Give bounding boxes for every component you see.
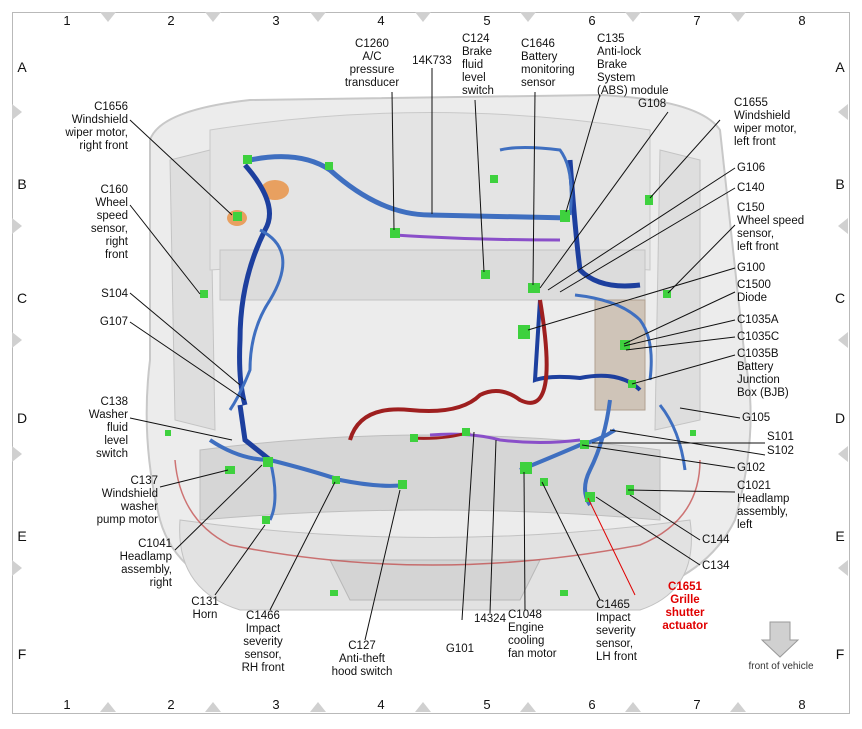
callout-c1260: C1260 A/C pressure transducer	[344, 38, 400, 89]
callout-c1035c: C1035C	[737, 331, 780, 343]
callout-g108: G108	[638, 98, 667, 110]
col-label-top-4: 4	[377, 13, 385, 28]
row-label-right-b: B	[835, 176, 845, 192]
col-label-top-1: 1	[63, 13, 71, 28]
callout-c1465: C1465 Impact severity sensor, LH front	[596, 599, 637, 663]
row-label-right-d: D	[834, 410, 846, 426]
row-label-left-d: D	[16, 410, 28, 426]
col-label-top-8: 8	[798, 13, 806, 28]
row-label-right-f: F	[835, 646, 845, 662]
front-arrow-icon	[760, 621, 800, 658]
callout-c140: C140	[737, 182, 765, 194]
callout-c1041: C1041 Headlamp assembly, right	[119, 538, 172, 589]
col-label-bottom-2: 2	[167, 697, 175, 712]
col-label-bottom-1: 1	[63, 697, 71, 712]
callout-g101: G101	[445, 643, 475, 655]
col-label-top-3: 3	[272, 13, 280, 28]
leader-lines	[129, 68, 766, 641]
col-label-bottom-7: 7	[693, 697, 701, 712]
col-label-top-7: 7	[693, 13, 701, 28]
front-of-vehicle-label: front of vehicle	[748, 661, 814, 672]
grid-markers	[12, 12, 848, 712]
row-label-right-c: C	[834, 290, 846, 306]
row-label-left-c: C	[16, 290, 28, 306]
callout-c1048: C1048 Engine cooling fan motor	[508, 609, 557, 660]
callout-c137: C137 Windshield washer pump motor	[96, 475, 158, 526]
callout-c131: C131 Horn	[191, 596, 219, 621]
col-label-top-2: 2	[167, 13, 175, 28]
callout-c150: C150 Wheel speed sensor, left front	[737, 202, 805, 253]
callout-c134: C134	[702, 560, 730, 572]
callout-g102: G102	[737, 462, 766, 474]
diagram-frame	[12, 12, 850, 714]
callout-c144: C144	[702, 534, 730, 546]
callout-c1500: C1500 Diode	[737, 279, 771, 304]
col-label-bottom-4: 4	[377, 697, 385, 712]
col-label-top-5: 5	[483, 13, 491, 28]
callout-14k733: 14K733	[412, 55, 452, 67]
callout-g106: G106	[737, 162, 766, 174]
callout-c1655: C1655 Windshield wiper motor, left front	[734, 97, 797, 148]
callout-c1035b: C1035B Battery Junction Box (BJB)	[737, 348, 789, 399]
row-label-left-f: F	[17, 646, 27, 662]
col-label-bottom-8: 8	[798, 697, 806, 712]
row-label-left-a: A	[17, 59, 27, 75]
row-label-left-b: B	[17, 176, 27, 192]
callout-g105: G105	[742, 412, 771, 424]
callout-s104: S104	[101, 288, 128, 300]
callout-c1035a: C1035A	[737, 314, 779, 326]
callout-c138: C138 Washer fluid level switch	[88, 396, 128, 460]
callout-c124: C124 Brake fluid level switch	[462, 33, 494, 97]
col-label-bottom-3: 3	[272, 697, 280, 712]
callout-c1466: C1466 Impact severity sensor, RH front	[241, 610, 285, 674]
callout-g100: G100	[737, 262, 766, 274]
callout-g107: G107	[99, 316, 128, 328]
col-label-bottom-6: 6	[588, 697, 596, 712]
callout-c1646: C1646 Battery monitoring sensor	[521, 38, 575, 89]
callout-c160: C160 Wheel speed sensor, right front	[90, 184, 128, 261]
row-label-right-e: E	[835, 528, 845, 544]
callout-s102: S102	[767, 445, 794, 457]
callout-s101: S101	[767, 431, 794, 443]
callout-c1656: C1656 Windshield wiper motor, right fron…	[65, 101, 128, 152]
row-label-right-a: A	[835, 59, 845, 75]
col-label-bottom-5: 5	[483, 697, 491, 712]
callout-c1021: C1021 Headlamp assembly, left	[737, 480, 790, 531]
col-label-top-6: 6	[588, 13, 596, 28]
callout-c1651: C1651 Grille shutter actuator	[662, 581, 708, 632]
callout-c135: C135 Anti-lock Brake System (ABS) module	[597, 33, 669, 97]
callout-c127: C127 Anti-theft hood switch	[331, 640, 393, 678]
row-label-left-e: E	[17, 528, 27, 544]
callout-14324: 14324	[474, 613, 506, 625]
